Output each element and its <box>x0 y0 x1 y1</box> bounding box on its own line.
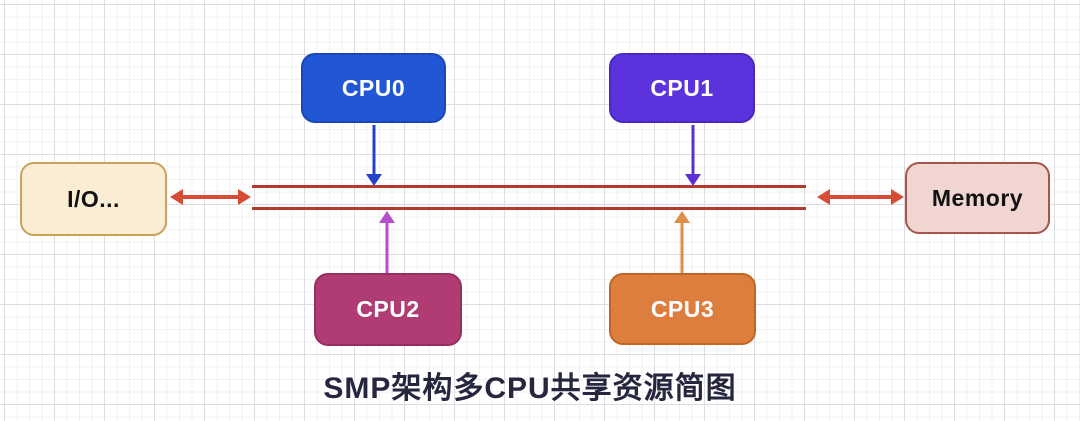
node-cpu1: CPU1 <box>609 53 755 123</box>
bus-line-top <box>252 185 806 188</box>
arrow-shaft <box>372 125 376 177</box>
arrowhead-down-icon <box>685 174 701 186</box>
arrow-cpu3-to-bus <box>674 211 690 273</box>
node-label: Memory <box>931 184 1024 211</box>
node-label: CPU2 <box>356 296 420 322</box>
arrow-cpu0-to-bus <box>366 125 382 186</box>
diagram-caption: SMP架构多CPU共享资源简图 <box>323 372 737 405</box>
arrowhead-up-icon <box>674 211 690 223</box>
arrowhead-down-icon <box>366 174 382 186</box>
arrowhead-up-icon <box>379 211 395 223</box>
node-io: I/O... <box>20 162 167 236</box>
arrowhead-right-icon <box>891 189 904 205</box>
node-cpu3: CPU3 <box>609 273 756 345</box>
arrow-shaft <box>680 220 684 273</box>
node-label: CPU0 <box>341 74 406 101</box>
node-label: I/O... <box>67 185 120 212</box>
arrowhead-left-icon <box>170 189 183 205</box>
arrow-shaft <box>826 195 895 199</box>
arrow-bus-to-memory <box>817 189 904 205</box>
node-memory: Memory <box>905 162 1050 234</box>
arrow-shaft <box>179 195 242 199</box>
arrowhead-left-icon <box>817 189 830 205</box>
arrow-io-to-bus <box>170 189 251 205</box>
node-cpu0: CPU0 <box>301 53 446 123</box>
node-label: CPU1 <box>650 74 714 101</box>
node-label: CPU3 <box>650 295 715 322</box>
arrow-cpu1-to-bus <box>685 125 701 186</box>
arrow-cpu2-to-bus <box>379 211 395 273</box>
arrow-shaft <box>691 125 695 177</box>
bus-line-bottom <box>252 207 806 210</box>
arrowhead-right-icon <box>238 189 251 205</box>
node-cpu2: CPU2 <box>314 273 462 346</box>
arrow-shaft <box>385 220 389 273</box>
